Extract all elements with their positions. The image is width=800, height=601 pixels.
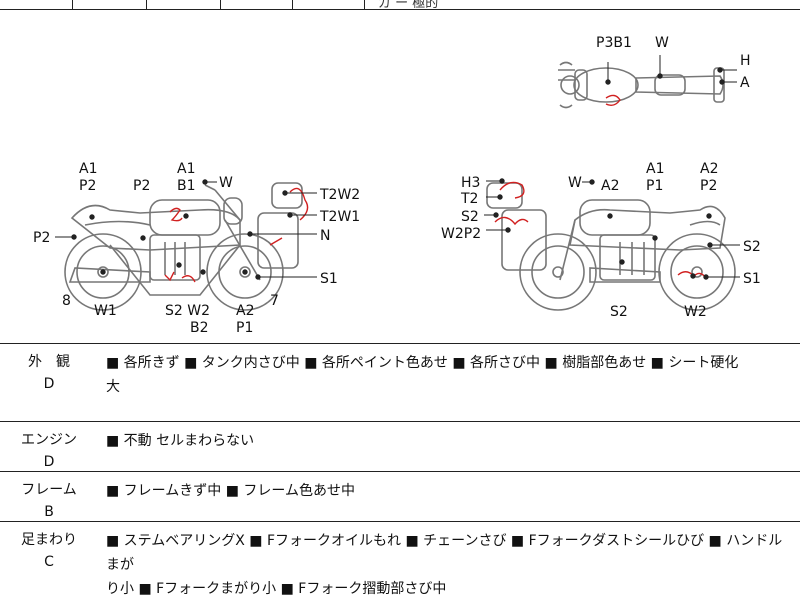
section-exterior: 外 観 D ■ 各所きず ■ タンク内さび中 ■ 各所ペイント色あせ ■ 各所さ… — [0, 345, 800, 422]
label-7: 7 — [270, 293, 279, 309]
label-b2: B2 — [190, 320, 209, 336]
label-w: W — [655, 35, 669, 51]
label-w: W — [219, 175, 233, 191]
header-cell — [74, 0, 147, 9]
notes: ■ フレームきず中 ■ フレーム色あせ中 — [106, 479, 794, 503]
motorcycle-left-view — [64, 182, 303, 311]
category-label: フレーム B — [14, 479, 84, 523]
label-a: A — [740, 75, 750, 91]
label-a1: A1 — [177, 161, 195, 177]
label-h3: H3 — [461, 175, 480, 191]
label-p3b1: P3B1 — [596, 35, 632, 51]
label-w2: W2 — [684, 304, 707, 320]
diagram-labels: P3B1 W H A A1 P2 P2 P2 A1 B1 W T2W2 T2W1… — [33, 35, 761, 336]
category-name: 外 観 — [28, 354, 70, 370]
label-w2p2: W2P2 — [441, 226, 481, 242]
header-cell — [222, 0, 293, 9]
category-name: 足まわり — [21, 532, 77, 548]
category-label: エンジン D — [14, 429, 84, 473]
note-line: ■ 不動 セルまわらない — [106, 433, 255, 449]
category-name: エンジン — [21, 432, 77, 448]
label-p2: P2 — [79, 178, 96, 194]
label-t2: T2 — [460, 191, 478, 207]
note-line: り小 ■ Fフォークまがり小 ■ Fフォーク摺動部さび中 — [106, 581, 447, 597]
label-w1: W1 — [94, 303, 117, 319]
annotation-mark — [269, 237, 283, 246]
annotation-mark — [605, 94, 621, 107]
label-s2: S2 — [461, 209, 479, 225]
annotation-mark — [494, 216, 529, 226]
section-frame: フレーム B ■ フレームきず中 ■ フレーム色あせ中 — [0, 473, 800, 522]
damage-diagram: P3B1 W H A A1 P2 P2 P2 A1 B1 W T2W2 T2W1… — [0, 10, 800, 344]
label-w: W — [568, 175, 582, 191]
category-grade: C — [44, 554, 54, 570]
note-line: ■ 各所きず ■ タンク内さび中 ■ 各所ペイント色あせ ■ 各所さび中 ■ 樹… — [106, 355, 739, 371]
header-strip: ガ ー 極的 — [0, 0, 800, 11]
label-s1: S1 — [320, 271, 338, 287]
label-n: N — [320, 228, 330, 244]
category-name: フレーム — [21, 482, 77, 498]
motorcycle-top-view — [558, 61, 725, 109]
note-line: 大 — [106, 379, 120, 395]
notes: ■ 不動 セルまわらない — [106, 429, 794, 453]
motorcycle-diagram: P3B1 W H A A1 P2 P2 P2 A1 B1 W T2W2 T2W1… — [33, 35, 761, 336]
label-t2w1: T2W1 — [319, 209, 360, 225]
label-a2: A2 — [700, 161, 718, 177]
category-grade: D — [43, 376, 55, 392]
category-label: 足まわり C — [14, 529, 84, 573]
label-a1: A1 — [79, 161, 97, 177]
header-cell — [294, 0, 365, 9]
annotation-mark — [164, 271, 196, 283]
category-label: 外 観 D — [14, 351, 84, 395]
note-line: ■ フレームきず中 ■ フレーム色あせ中 — [106, 483, 355, 499]
label-8: 8 — [62, 293, 71, 309]
note-line: ■ ステムベアリングX ■ Fフォークオイルもれ ■ チェーンさび ■ Fフォー… — [106, 533, 783, 573]
label-b1: B1 — [177, 178, 196, 194]
annotation-mark — [289, 187, 309, 221]
header-cell — [148, 0, 221, 9]
label-p2: P2 — [133, 178, 150, 194]
notes: ■ 各所きず ■ タンク内さび中 ■ 各所ペイント色あせ ■ 各所さび中 ■ 樹… — [106, 351, 794, 399]
notes: ■ ステムベアリングX ■ Fフォークオイルもれ ■ チェーンさび ■ Fフォー… — [106, 529, 794, 601]
label-s2: S2 — [610, 304, 628, 320]
label-a2: A2 — [601, 178, 619, 194]
category-grade: B — [44, 504, 54, 520]
label-a2: A2 — [236, 303, 254, 319]
label-s2w2: S2 W2 — [165, 303, 210, 319]
label-p2: P2 — [700, 178, 717, 194]
label-s2: S2 — [743, 239, 761, 255]
label-s1: S1 — [743, 271, 761, 287]
motorcycle-right-view — [486, 182, 736, 311]
section-engine: エンジン D ■ 不動 セルまわらない — [0, 423, 800, 472]
label-p1: P1 — [646, 178, 663, 194]
damage-annotations — [164, 94, 707, 283]
label-p1: P1 — [236, 320, 253, 336]
annotation-mark — [169, 207, 183, 222]
category-grade: D — [43, 454, 55, 470]
header-truncated-text: ガ ー 極的 — [378, 0, 439, 11]
label-h: H — [740, 53, 751, 69]
label-p2: P2 — [33, 230, 50, 246]
label-t2w2: T2W2 — [319, 187, 360, 203]
section-suspension: 足まわり C ■ ステムベアリングX ■ Fフォークオイルもれ ■ チェーンさび… — [0, 523, 800, 599]
header-cell — [0, 0, 73, 9]
label-a1: A1 — [646, 161, 664, 177]
annotation-mark — [499, 181, 525, 199]
